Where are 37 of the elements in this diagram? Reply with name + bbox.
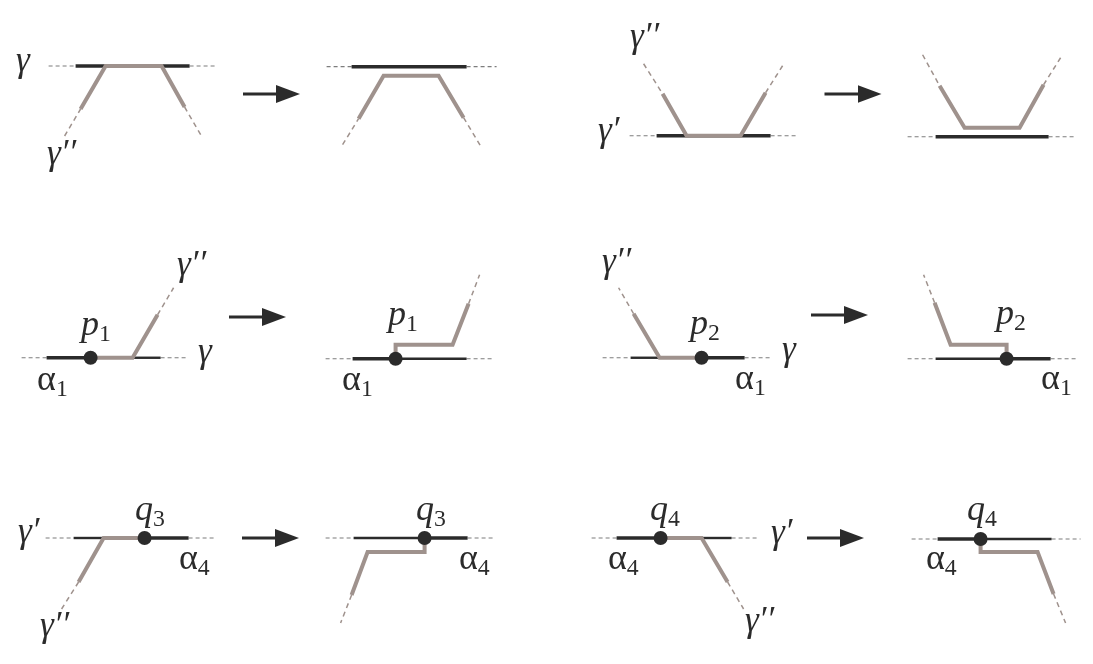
math-label: γ′′ — [630, 18, 660, 54]
math-label: γ′′ — [40, 607, 70, 643]
math-label: p$_{2}$ — [996, 294, 1026, 331]
math-label: α$_{4}$ — [608, 538, 639, 575]
math-label: q$_{3}$ — [416, 490, 446, 527]
math-label: α$_{1}$ — [1041, 358, 1072, 395]
math-label: p$_{1}$ — [388, 295, 418, 332]
math-label: γ′′ — [47, 135, 77, 171]
curve-diagram — [907, 54, 1076, 139]
math-label: α$_{1}$ — [342, 359, 373, 396]
math-label: p$_{2}$ — [690, 304, 720, 341]
math-label: q$_{4}$ — [650, 490, 680, 527]
math-label: α$_{1}$ — [37, 359, 68, 396]
math-label: γ′′ — [177, 246, 207, 282]
math-label: γ — [16, 42, 30, 78]
math-label: α$_{4}$ — [926, 538, 957, 575]
math-label: γ′′ — [745, 602, 775, 638]
math-label: α$_{4}$ — [459, 538, 490, 575]
math-label: γ — [198, 333, 212, 369]
math-label: γ′ — [598, 112, 620, 148]
math-label: q$_{4}$ — [967, 490, 997, 527]
math-label: q$_{3}$ — [135, 490, 165, 527]
arrow — [824, 85, 882, 103]
arrow — [811, 306, 868, 324]
math-label: α$_{4}$ — [179, 538, 210, 575]
curve-diagram — [48, 64, 217, 139]
math-label: γ — [782, 331, 796, 367]
math-label: γ′ — [771, 514, 793, 550]
math-label: γ′′ — [602, 243, 632, 279]
arrow — [807, 529, 864, 547]
arrow — [229, 308, 286, 326]
curve-diagram — [629, 63, 799, 138]
arrow — [242, 529, 299, 547]
arrow — [243, 85, 300, 103]
math-label: γ′ — [18, 513, 40, 549]
math-label: p$_{1}$ — [81, 305, 111, 342]
math-label: α$_{1}$ — [735, 358, 766, 395]
